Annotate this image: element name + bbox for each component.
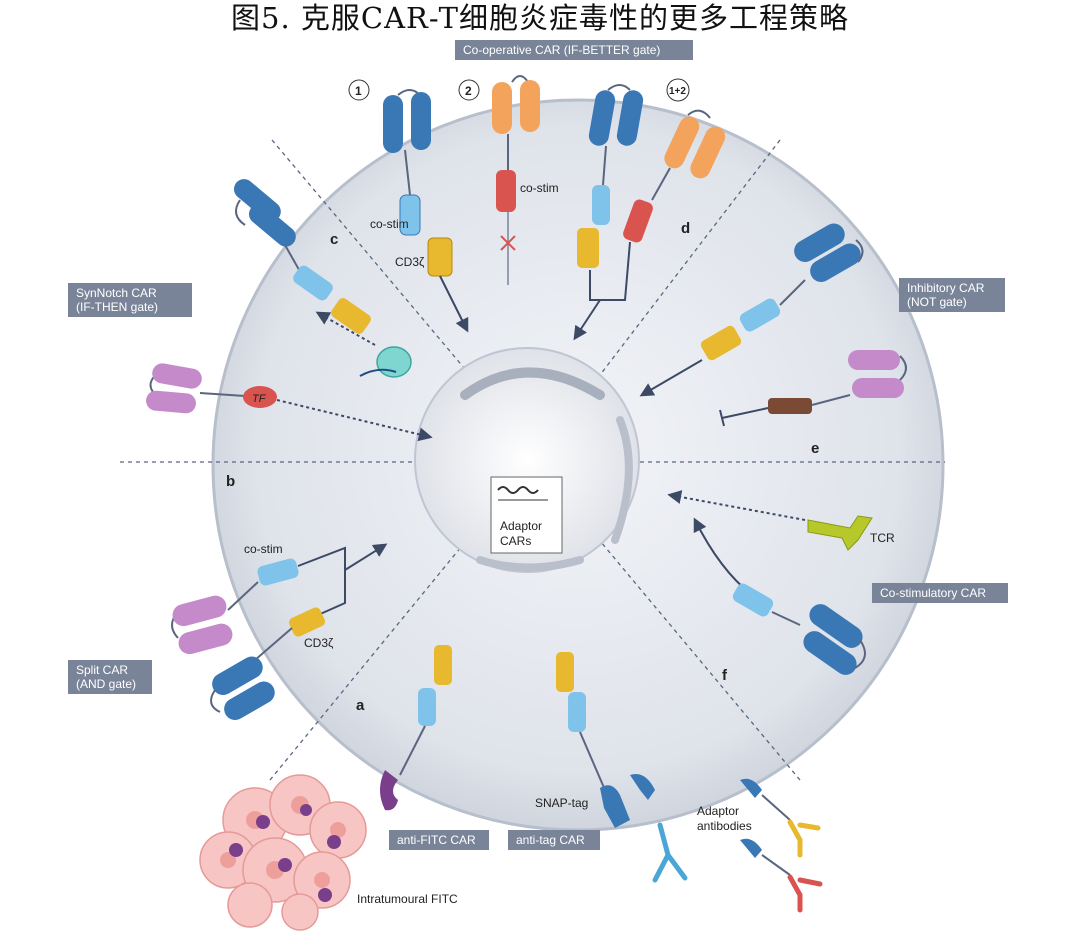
- snap-tag-antibody: [652, 822, 688, 883]
- receptor-2-orange: [492, 75, 540, 285]
- label-costimulatory-car: Co-stimulatory CAR: [872, 583, 1008, 603]
- section-letter-d: d: [681, 220, 690, 237]
- number-1-circle: [348, 79, 370, 101]
- receptor-1-blue: [383, 89, 469, 333]
- label-split-car: Split CAR (AND gate): [68, 660, 152, 694]
- tf-receptor: [146, 363, 433, 442]
- section-letter-e: e: [811, 440, 819, 457]
- number-2: 2: [465, 84, 472, 98]
- number-2-circle: [458, 79, 480, 101]
- cd3z-label-split: CD3ζ: [304, 636, 334, 650]
- number-1: 1: [355, 84, 362, 98]
- section-letter-b: b: [226, 473, 235, 490]
- inhibitory-receptor-block: [719, 350, 907, 427]
- label-anti-fitc-car: anti-FITC CAR: [389, 830, 489, 850]
- tumour-cluster: [199, 774, 367, 931]
- figure-title: 图5. 克服CAR-T细胞炎症毒性的更多工程策略: [231, 1, 849, 35]
- tf-label: TF: [252, 393, 267, 405]
- label-cooperative-car: Co-operative CAR (IF-BETTER gate): [455, 40, 693, 60]
- section-letter-c: c: [330, 231, 338, 248]
- split-car-receptors: [171, 543, 388, 720]
- inhibitory-receptor-active: [639, 223, 864, 397]
- number-12: 1+2: [669, 86, 686, 97]
- section-dividers: [120, 139, 945, 781]
- anti-fitc-car: [380, 645, 452, 811]
- section-letter-f: f: [722, 667, 728, 684]
- number-12-circle: [666, 78, 690, 102]
- anti-tag-car: [556, 652, 655, 828]
- synnotch-receptor: [233, 179, 412, 378]
- tcr-receptor: [667, 490, 873, 551]
- label-synnotch-car: SynNotch CAR (IF-THEN gate): [68, 283, 192, 317]
- cd3z-label-c: CD3ζ: [395, 255, 425, 269]
- tcr-label: TCR: [870, 531, 895, 545]
- adaptor-antibody-red: [740, 838, 823, 913]
- intratumoural-fitc-label: Intratumoural FITC: [357, 892, 458, 906]
- receptor-1plus2: [573, 84, 726, 341]
- costim-label-split: co-stim: [244, 542, 283, 556]
- adaptor-cars-label-1: Adaptor: [500, 519, 542, 533]
- section-letter-a: a: [356, 697, 365, 714]
- costimulatory-receptor: [693, 517, 866, 675]
- costim-label-d: co-stim: [520, 181, 559, 195]
- nucleus: [414, 347, 640, 573]
- adaptor-cars-label-2: CARs: [500, 534, 531, 548]
- label-inhibitory-car: Inhibitory CAR (NOT gate): [899, 278, 1005, 312]
- adaptor-antibodies-label-2: antibodies: [697, 819, 752, 833]
- label-anti-tag-car: anti-tag CAR: [508, 830, 600, 850]
- costim-label-c: co-stim: [370, 217, 409, 231]
- adaptor-antibody-yellow: [740, 778, 821, 858]
- snap-tag-label: SNAP-tag: [535, 796, 588, 810]
- adaptor-cars-box: [490, 476, 563, 554]
- adaptor-antibodies-label-1: Adaptor: [697, 804, 739, 818]
